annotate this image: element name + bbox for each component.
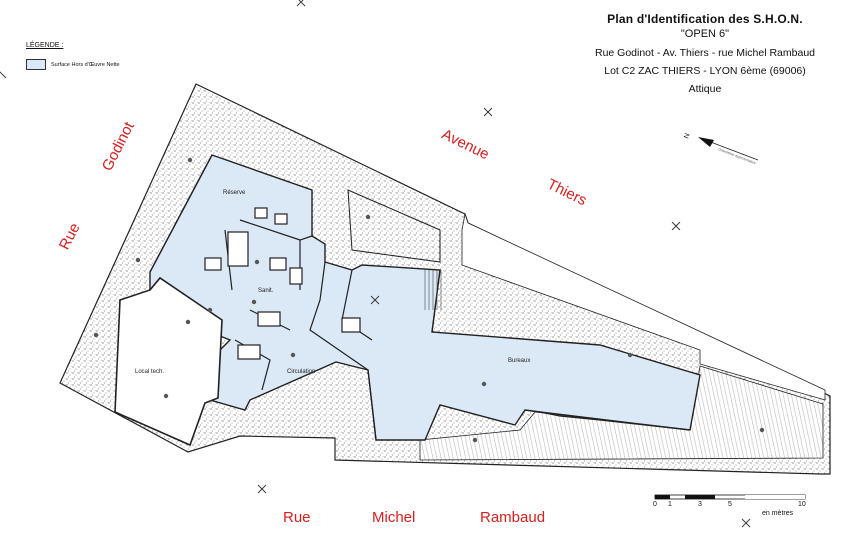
- stair-steps: [424, 270, 442, 310]
- local-tech-room: [114, 276, 223, 447]
- street-rue-rambaud-3: Rambaud: [480, 509, 546, 526]
- street-rue-rambaud-1: Rue: [283, 509, 311, 526]
- room-local-tech: Local tech.: [135, 369, 165, 375]
- legend-item-label: Surface Hors d'Œuvre Nette: [51, 61, 120, 68]
- room-sanit: Sanit.: [258, 288, 274, 294]
- scale-unit: en mètres: [762, 510, 794, 517]
- legend: LÉGENDE : Surface Hors d'Œuvre Nette: [26, 42, 120, 70]
- project-name: "OPEN 6": [680, 28, 730, 40]
- scale-tick-5: 5: [728, 501, 732, 508]
- scale-tick-10: 10: [798, 501, 806, 508]
- gravel-court-1: [347, 189, 441, 263]
- room-circulation: Circulation: [287, 369, 316, 375]
- room-bureaux: Bureaux: [508, 358, 531, 364]
- north-note: Orientation approximative: [718, 147, 757, 165]
- scale-tick-0: 0: [653, 501, 657, 508]
- title-block: Plan d'Identification des S.H.O.N. "OPEN…: [560, 12, 850, 95]
- street-strip: [461, 212, 826, 401]
- scale-tick-3: 3: [698, 501, 702, 508]
- scale-tick-1: 1: [668, 501, 672, 508]
- interior-walls: [149, 154, 691, 441]
- north-label: N: [683, 133, 691, 140]
- drain-points: [93, 157, 765, 443]
- scale-bar: [654, 494, 806, 500]
- legend-title: LÉGENDE :: [26, 42, 64, 49]
- legend-swatch: [26, 59, 46, 70]
- address-line: Rue Godinot - Av. Thiers - rue Michel Ra…: [594, 47, 816, 59]
- lot-line: Lot C2 ZAC THIERS - LYON 6ème (69006): [604, 65, 806, 77]
- survey-markers: [0, 0, 751, 528]
- street-rue-rambaud-2: Michel: [372, 509, 416, 526]
- legend-item: Surface Hors d'Œuvre Nette: [26, 59, 120, 70]
- north-arrow-icon: N Orientation approximative: [683, 133, 759, 165]
- plan-title: Plan d'Identification des S.H.O.N.: [607, 12, 803, 26]
- room-reserve: Réserve: [223, 190, 246, 196]
- level-label: Attique: [688, 83, 722, 95]
